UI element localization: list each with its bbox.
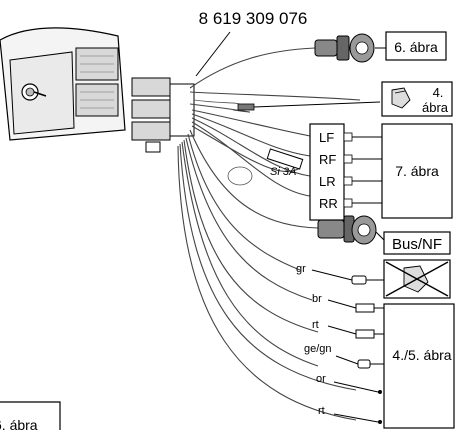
wire-label-rt-2: rt <box>318 405 325 417</box>
phone-handset-icon <box>391 87 411 109</box>
box-phone-crossed <box>383 259 451 299</box>
bus-din-plug-icon <box>317 215 377 245</box>
box-fig4-label-2: ábra <box>422 100 449 115</box>
box-fig7: 7. ábra <box>381 123 453 219</box>
box-fig6-bottom: 6. ábra <box>0 401 61 430</box>
speaker-terminal-block: LF RF LR RR <box>309 123 382 221</box>
speaker-label-lf: LF <box>319 130 334 145</box>
wire-label-gr: gr <box>296 263 306 275</box>
wire-label-rt-1: rt <box>312 319 319 331</box>
phone-crossed-icon <box>385 261 449 297</box>
radio-housing <box>0 27 126 141</box>
fuse-label: Si 3A <box>270 166 296 178</box>
small-plug <box>237 103 255 111</box>
box-fig4-label-1: 4. <box>433 85 444 100</box>
wire-label-br: br <box>312 293 322 305</box>
wire-label-ge-gn: ge/gn <box>304 343 332 355</box>
wire-bundle <box>177 47 361 421</box>
box-fig4: 4. ábra <box>381 81 453 117</box>
part-number: 8 619 309 076 <box>199 9 308 28</box>
box-fig45-label: 4./5. ábra <box>392 347 451 363</box>
radio-socket-block <box>75 47 119 117</box>
wire-terminals: gr br rt ge/gn or rt <box>296 263 384 424</box>
screw-icon <box>21 83 47 101</box>
din-plug-icon <box>314 33 375 63</box>
box-fig6-top-label: 6. ábra <box>394 39 438 55</box>
iso-connector-icon <box>131 77 195 153</box>
fuse-holder <box>266 148 304 170</box>
box-fig6-bottom-label: 6. ábra <box>0 417 38 430</box>
box-fig7-label: 7. ábra <box>395 163 439 179</box>
box-bus-nf-label: Bus/NF <box>392 236 442 253</box>
box-fig45: 4./5. ábra <box>383 303 455 429</box>
speaker-label-lr: LR <box>319 174 336 189</box>
speaker-label-rf: RF <box>319 152 336 167</box>
speaker-label-rr: RR <box>319 196 338 211</box>
box-fig6-top: 6. ábra <box>385 31 447 61</box>
part-number-leader <box>195 31 231 77</box>
box-bus-nf: Bus/NF <box>383 231 451 255</box>
wire-label-or: or <box>316 373 326 385</box>
